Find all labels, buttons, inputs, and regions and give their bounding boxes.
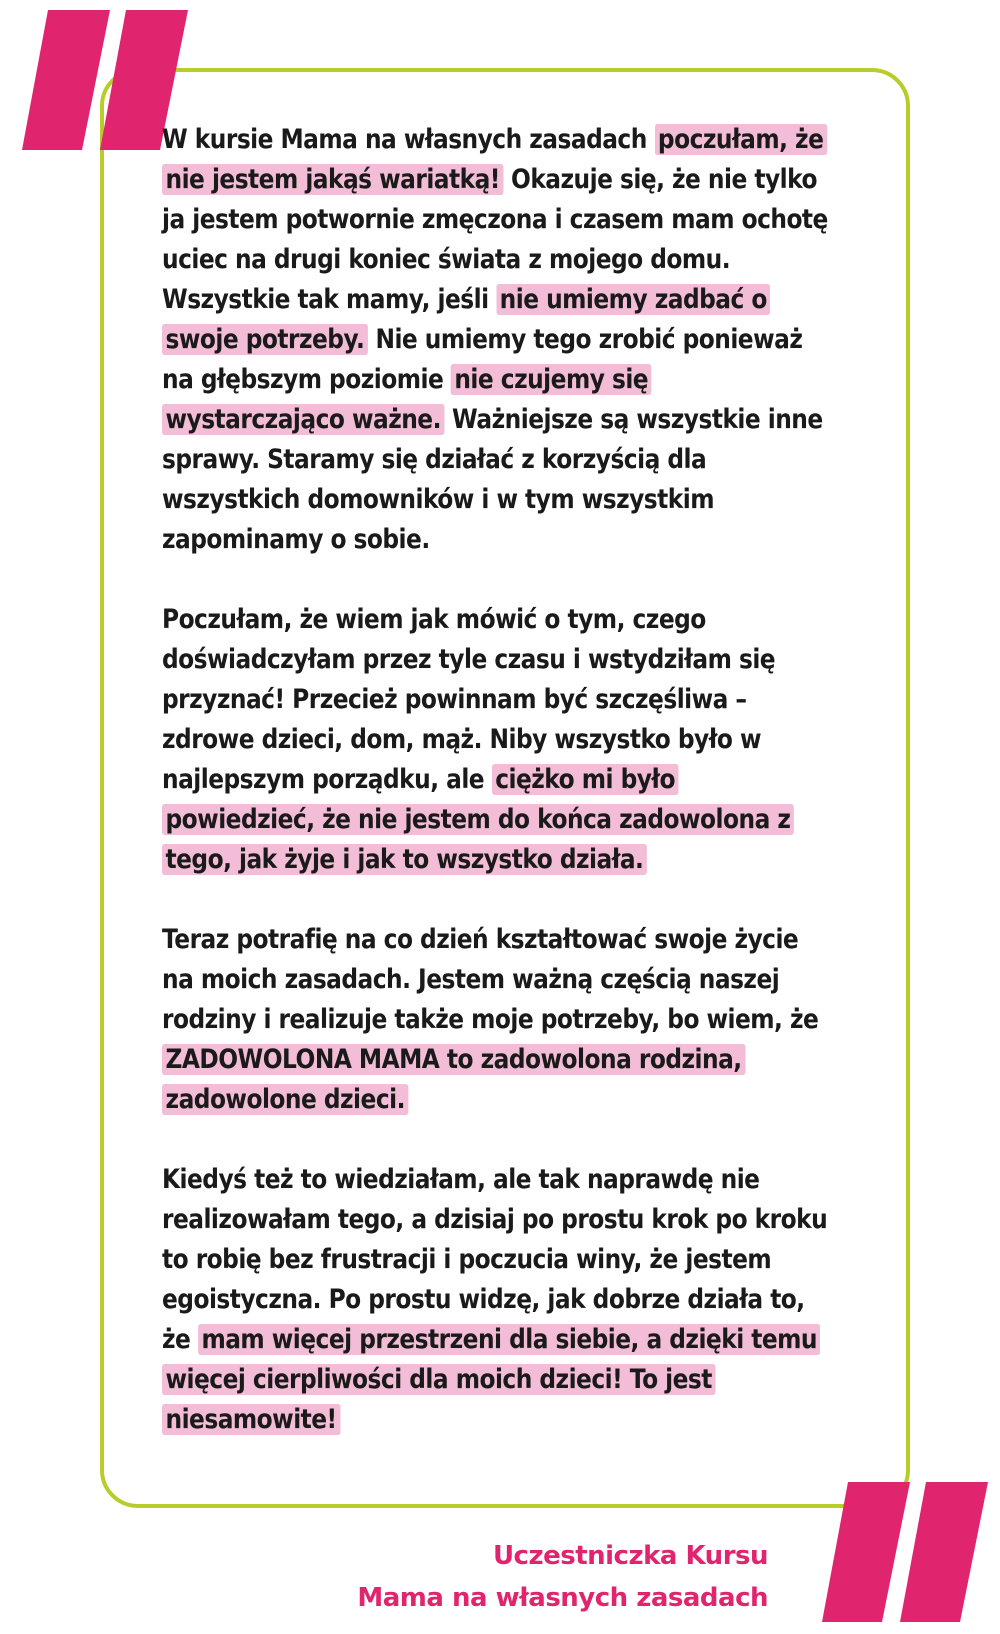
text-segment: Ważniejsze są wszystkie inne sprawy. Sta… bbox=[162, 404, 823, 555]
paragraph-1: W kursie Mama na własnych zasadach poczu… bbox=[162, 120, 831, 560]
text-segment: Kiedyś też to wiedziałam, ale tak napraw… bbox=[162, 1164, 828, 1355]
paragraph-3: Teraz potrafię na co dzień kształtować s… bbox=[162, 920, 831, 1120]
text-segment: W kursie Mama na własnych zasadach bbox=[162, 124, 655, 155]
highlighted-phrase: mam więcej przestrzeni dla siebie, a dzi… bbox=[162, 1324, 821, 1435]
text-segment: Nie umiemy tego zrobić ponieważ na głębs… bbox=[162, 324, 803, 395]
attribution-line-1: Uczestniczka Kursu bbox=[492, 1541, 769, 1571]
text-segment: Poczułam, że wiem jak mówić o tym, czego… bbox=[162, 604, 776, 795]
testimonial-body: W kursie Mama na własnych zasadach poczu… bbox=[162, 120, 828, 1480]
text-segment: Teraz potrafię na co dzień kształtować s… bbox=[162, 924, 819, 1035]
attribution-line-2: Mama na własnych zasadach bbox=[357, 1583, 768, 1613]
paragraph-2: Poczułam, że wiem jak mówić o tym, czego… bbox=[162, 600, 831, 880]
attribution: Uczestniczka Kursu Mama na własnych zasa… bbox=[357, 1535, 768, 1619]
caps-phrase: ZADOWOLONA MAMA bbox=[165, 1044, 440, 1075]
open-quote-icon bbox=[18, 8, 198, 158]
highlighted-phrase: ZADOWOLONA MAMA to zadowolona rodzina, z… bbox=[162, 1044, 746, 1115]
paragraph-4: Kiedyś też to wiedziałam, ale tak napraw… bbox=[162, 1160, 831, 1440]
text-segment: to zadowolona rodzina, zadowolone dzieci… bbox=[165, 1044, 743, 1115]
text-segment: Okazuje się, że nie tylko ja jestem potw… bbox=[162, 164, 828, 315]
close-quote-icon bbox=[818, 1480, 998, 1630]
